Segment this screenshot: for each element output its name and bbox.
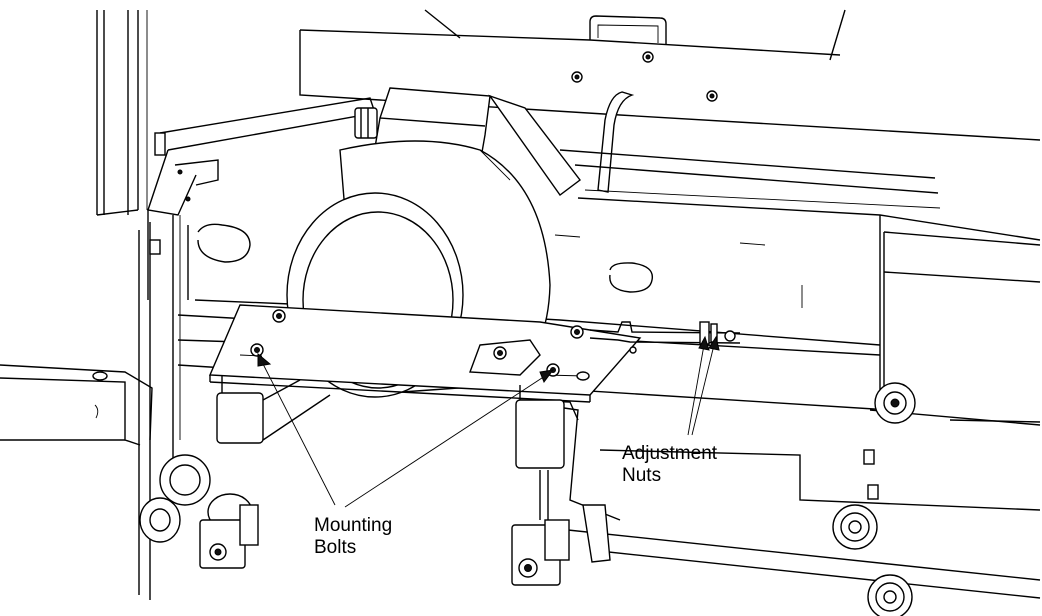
upper-left-bracket	[147, 97, 376, 300]
right-hanging-block	[515, 385, 1041, 599]
right-frame-rails	[559, 149, 1041, 426]
mounting-bolts-label-line1: Mounting	[314, 515, 393, 536]
adjustment-nuts-label-line2: Nuts	[622, 465, 662, 486]
mounting-bolts-leaders	[257, 352, 555, 508]
adjustment-nuts-leaders	[687, 335, 720, 436]
left-square-tube	[0, 364, 153, 446]
curved-handle	[597, 91, 635, 193]
left-hanging-block	[216, 375, 331, 444]
right-wheels	[832, 382, 916, 616]
adjustment-nuts-label: Adjustment Nuts	[622, 443, 717, 487]
left-lower-rollers	[139, 454, 259, 569]
top-hood-panel	[299, 9, 1041, 141]
left-frame-column	[96, 10, 181, 600]
motor-base-plate	[208, 304, 642, 403]
center-lower-rollers	[511, 504, 611, 586]
adjustment-nuts-label-line1: Adjustment	[622, 443, 718, 464]
mounting-bolts-label-line2: Bolts	[314, 537, 357, 558]
mounting-bolts-label: Mounting Bolts	[314, 515, 392, 559]
